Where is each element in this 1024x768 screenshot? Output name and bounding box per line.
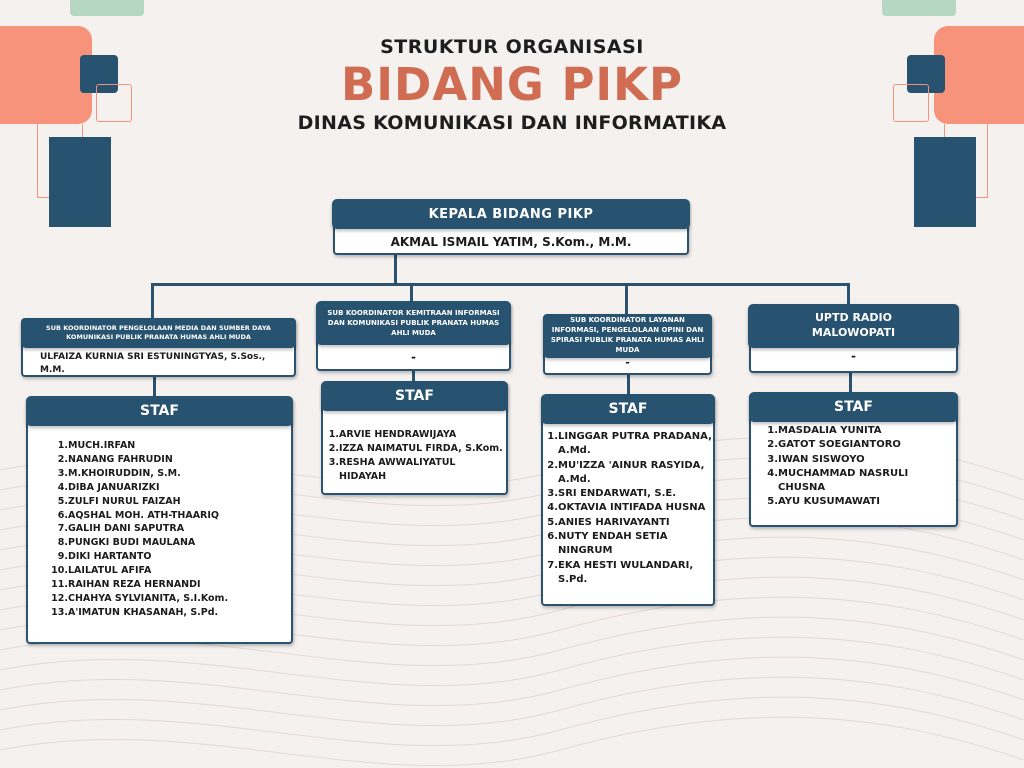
list-item: 3.IWAN SISWOYO [767, 453, 865, 465]
unit-3-staff-list: 1.LINGGAR PUTRA PRADANA, A.Md. 2.MU'IZZA… [546, 430, 712, 587]
list-item: 12.CHAHYA SYLVIANITA, S.I.Kom. [51, 592, 229, 604]
unit-1-title: SUB KOORDINATOR PENGELOLAAN MEDIA DAN SU… [21, 318, 296, 348]
list-item: 3.SRI ENDARWATI, S.E. [547, 488, 677, 500]
decor-navy-bar-left [49, 137, 111, 227]
decor-outline-square-left [96, 84, 132, 122]
list-item: 5.ANIES HARIVAYANTI [547, 516, 670, 528]
head-unit-name: AKMAL ISMAIL YATIM, S.Kom., M.M. [390, 235, 632, 249]
unit-2-staff-list: 1.ARVIE HENDRAWIJAYA 2.IZZA NAIMATUL FIR… [327, 428, 505, 484]
connector-unit-3 [625, 283, 628, 316]
decor-navy-square-left [80, 55, 118, 93]
list-item: 10.LAILATUL AFIFA [51, 565, 152, 577]
decor-navy-bar-right [914, 137, 976, 227]
list-item: 2.GATOT SOEGIANTORO [767, 439, 901, 451]
list-item: 1.MUCH.IRFAN [57, 440, 136, 451]
decor-coral-block-left [0, 26, 92, 124]
list-item: 1.ARVIE HENDRAWIJAYA [328, 429, 457, 440]
connector-unit-2 [410, 283, 413, 303]
list-item: 4.DIBA JANUARIZKI [57, 481, 160, 493]
list-item: 1.LINGGAR PUTRA PRADANA, A.Md. [547, 431, 712, 457]
unit-4-staff-list: 1.MASDALIA YUNITA 2.GATOT SOEGIANTORO 3.… [765, 424, 950, 510]
unit-4-name: - [851, 349, 856, 363]
unit-2-staff-label: STAF [321, 381, 508, 411]
unit-3-title: SUB KOORDINATOR LAYANAN INFORMASI, PENGE… [543, 314, 712, 358]
connector-staff-2 [412, 370, 415, 383]
decor-mint-block-right [882, 0, 956, 16]
connector-unit-4 [847, 283, 850, 306]
title-line-2: BIDANG PIKP [340, 58, 684, 111]
list-item: 2.NANANG FAHRUDIN [57, 453, 173, 465]
head-unit-title: KEPALA BIDANG PIKP [332, 199, 690, 229]
connector-unit-1 [151, 283, 154, 320]
decor-mint-block-left [70, 0, 144, 16]
list-item: 11.RAIHAN REZA HERNANDI [51, 579, 201, 591]
list-item: 6.AQSHAL MOH. ATH-THAARIQ [57, 509, 219, 521]
list-item: 6.NUTY ENDAH SETIA NINGRUM [547, 531, 668, 557]
connector-staff-4 [849, 372, 852, 394]
title-line-3: DINAS KOMUNIKASI DAN INFORMATIKA [297, 112, 727, 134]
unit-1-staff-label: STAF [26, 396, 293, 426]
unit-4-title: UPTD RADIO MALOWOPATI [748, 304, 959, 348]
list-item: 4.MUCHAMMAD NASRULI CHUSNA [767, 467, 909, 494]
list-item: 2.MU'IZZA 'AINUR RASYIDA, A.Md. [547, 459, 705, 485]
list-item: 1.MASDALIA YUNITA [767, 425, 882, 436]
list-item: 3.M.KHOIRUDDIN, S.M. [57, 467, 181, 479]
connector-head-down [394, 254, 397, 285]
title-line-1: STRUKTUR ORGANISASI [380, 36, 644, 58]
unit-3-staff-card [541, 395, 715, 606]
list-item: 4.OKTAVIA INTIFADA HUSNA [547, 502, 706, 514]
list-item: 9.DIKI HARTANTO [57, 551, 152, 563]
unit-3-name: - [625, 356, 630, 369]
decor-outline-square-right [893, 84, 929, 122]
unit-3-staff-label: STAF [541, 394, 715, 424]
list-item: 13.A'IMATUN KHASANAH, S.Pd. [51, 606, 219, 618]
list-item: 2.IZZA NAIMATUL FIRDA, S.Kom. [328, 442, 503, 454]
connector-horizontal [151, 283, 849, 286]
list-item: 8.PUNGKI BUDI MAULANA [57, 537, 196, 549]
unit-2-title: SUB KOORDINATOR KEMITRAAN INFORMASI DAN … [316, 301, 511, 345]
list-item: 7.EKA HESTI WULANDARI, S.Pd. [547, 559, 694, 585]
unit-4-staff-label: STAF [749, 392, 958, 422]
list-item: 7.GALIH DANI SAPUTRA [57, 523, 185, 535]
list-item: 5.ZULFI NURUL FAIZAH [57, 495, 181, 507]
unit-1-staff-list: 1.MUCH.IRFAN 2.NANANG FAHRUDIN 3.M.KHOIR… [50, 439, 285, 620]
unit-1-name: ULFAIZA KURNIA SRI ESTUNINGTYAS, S.Sos.,… [40, 352, 266, 376]
unit-2-name: - [411, 350, 416, 364]
connector-staff-3 [627, 374, 630, 396]
connector-staff-1 [153, 376, 156, 398]
list-item: 3.RESHA AWWALIYATUL HIDAYAH [328, 456, 456, 482]
decor-coral-block-right [934, 26, 1024, 124]
unit-1-staff-card [26, 397, 293, 644]
list-item: 5.AYU KUSUMAWATI [767, 496, 880, 508]
